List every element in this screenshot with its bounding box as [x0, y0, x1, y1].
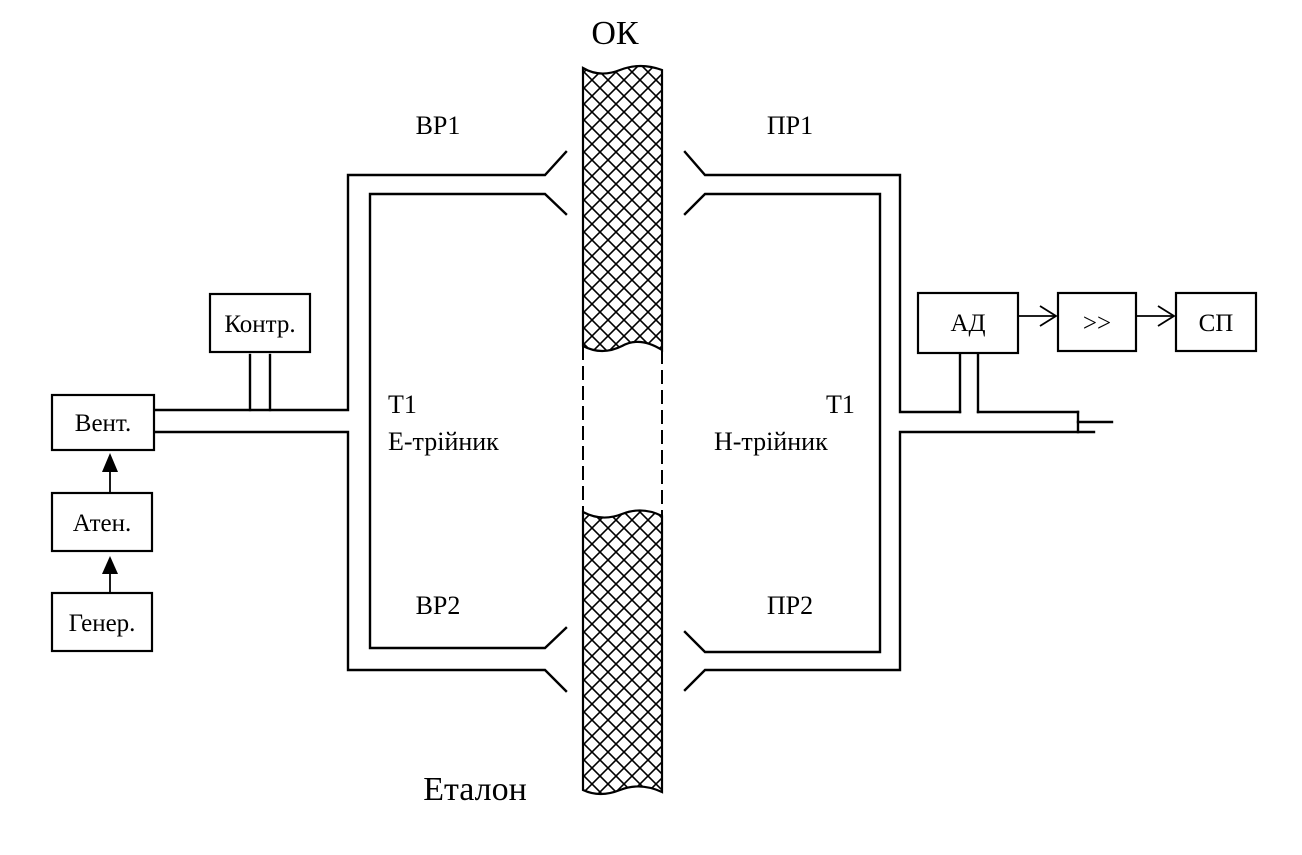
- test-object-column: [581, 64, 664, 796]
- block-kontr: Контр.: [208, 292, 312, 354]
- label-vr1: ВР1: [416, 111, 461, 140]
- label-vr2: ВР2: [416, 591, 461, 620]
- label-h-tee: Н-трійник: [714, 427, 828, 456]
- label-e-tee: Е-трійник: [388, 427, 499, 456]
- block-sp-label: СП: [1199, 310, 1234, 337]
- control-branch: [248, 353, 272, 412]
- right-waveguide-arm: [683, 150, 1114, 692]
- label-pr1: ПР1: [767, 111, 813, 140]
- block-ad-label: АД: [950, 310, 985, 337]
- arrow-aten-to-vent: [102, 453, 118, 492]
- block-vent: Вент.: [50, 393, 156, 452]
- left-waveguide-arm: [153, 150, 568, 693]
- label-t1-right: Т1: [826, 390, 855, 419]
- label-t1-left: Т1: [388, 390, 417, 419]
- block-sp: СП: [1174, 291, 1258, 353]
- block-ad: АД: [916, 291, 1020, 355]
- label-ok: ОК: [591, 15, 639, 52]
- block-gener: Генер.: [50, 591, 154, 653]
- block-amplifier-label: >>: [1083, 310, 1111, 337]
- sample-top-hatched: [581, 64, 664, 353]
- block-vent-label: Вент.: [75, 410, 131, 437]
- block-gener-label: Генер.: [69, 610, 136, 637]
- label-pr2: ПР2: [767, 591, 813, 620]
- block-aten-label: Атен.: [73, 510, 131, 537]
- label-etalon: Еталон: [423, 771, 527, 808]
- block-kontr-label: Контр.: [224, 311, 295, 338]
- arrow-gener-to-aten: [102, 556, 118, 592]
- block-amplifier: >>: [1056, 291, 1138, 353]
- arrow-amp-to-sp: [1136, 305, 1176, 327]
- block-aten: Атен.: [50, 491, 154, 553]
- detector-branch: [958, 353, 980, 414]
- arrow-ad-to-amp: [1018, 305, 1058, 327]
- sample-bottom-hatched: [581, 509, 664, 796]
